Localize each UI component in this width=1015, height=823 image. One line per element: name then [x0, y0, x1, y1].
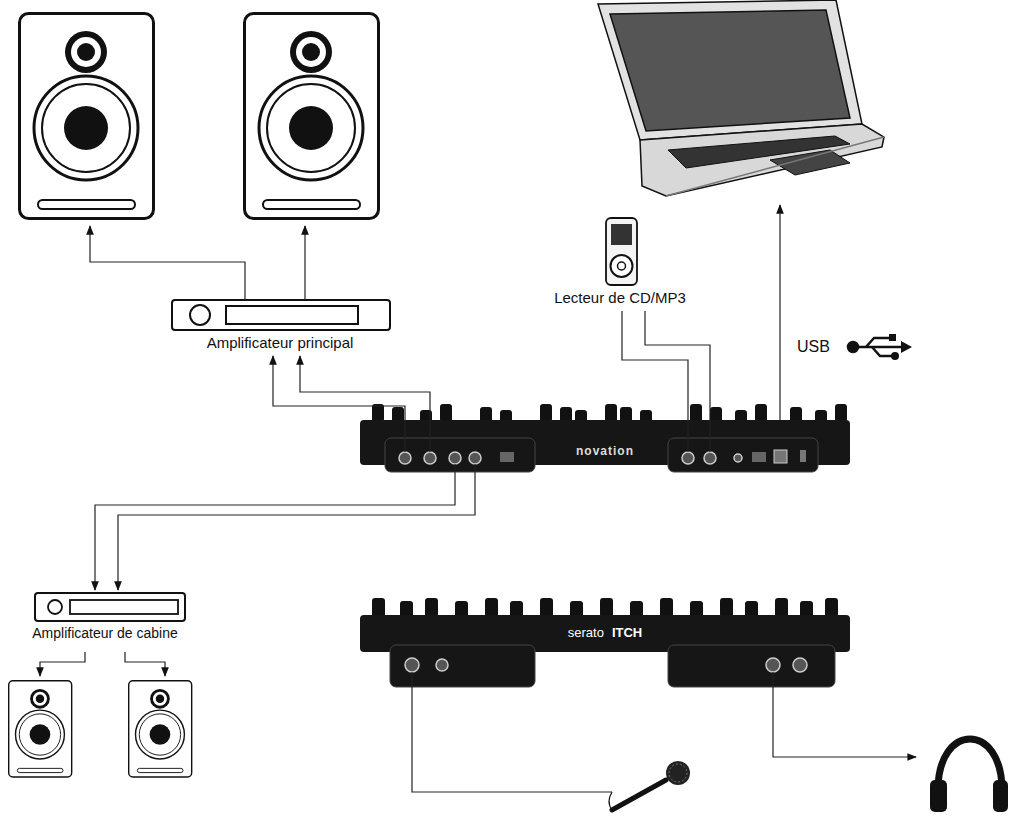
node-label: Amplificateur principal [150, 334, 410, 352]
cable-stub [454, 464, 455, 470]
mp3-player [606, 218, 637, 285]
knob [775, 598, 788, 617]
speaker [245, 14, 379, 219]
audio-cable [300, 356, 430, 420]
knob [600, 598, 613, 617]
controller-rear-panel [360, 420, 850, 472]
speaker [20, 14, 154, 219]
laptop [598, 0, 884, 196]
knob [720, 598, 733, 617]
audio-cable [95, 470, 455, 590]
mic-cable [412, 672, 612, 792]
knob [660, 598, 673, 617]
port-label: USB [797, 338, 830, 356]
knob [540, 598, 553, 617]
controller-rear: novation [360, 420, 850, 470]
knob [835, 404, 847, 422]
knob [372, 404, 384, 422]
speaker-wire [125, 652, 165, 676]
node-label: ITCH [612, 624, 642, 642]
controller-front-panel [360, 615, 850, 687]
microphone [609, 761, 690, 810]
amplifier-node: Amplificateur principal [150, 298, 410, 356]
cable-stub [429, 420, 430, 452]
booth-speaker [129, 681, 192, 777]
player-node: Lecteur de CD/MP3 [530, 215, 710, 311]
cable-stub [404, 420, 405, 452]
node-label: Amplificateur de cabine [0, 624, 210, 642]
headphones [930, 739, 1008, 812]
node-label: serato [568, 624, 604, 642]
usb-symbol [848, 334, 912, 360]
controller-front: serato ITCH [360, 615, 850, 650]
audio-cable [118, 470, 475, 590]
knob [485, 598, 498, 617]
amplifier-node: Amplificateur de cabine [0, 590, 210, 648]
audio-cable [273, 356, 405, 420]
cable-stub [709, 420, 710, 452]
booth-amplifier [35, 593, 185, 621]
audio-cable [645, 311, 710, 420]
node-label: Lecteur de CD/MP3 [530, 289, 710, 307]
speaker-wire [40, 652, 85, 676]
knob [540, 404, 552, 422]
knob [755, 404, 767, 422]
speaker-wire [90, 226, 245, 300]
knob [440, 404, 452, 422]
audio-cable [622, 311, 688, 420]
usb-cable [779, 205, 780, 446]
main-amplifier [172, 300, 390, 330]
headphone-cable [773, 672, 916, 757]
node-label: novation [576, 442, 634, 460]
cable-stub [687, 420, 688, 452]
knob [690, 404, 702, 422]
knob [372, 598, 385, 617]
knob [605, 404, 617, 422]
speaker-wire [304, 226, 305, 300]
cable-stub [474, 464, 475, 470]
knob [825, 598, 838, 617]
knob [425, 598, 438, 617]
booth-speaker [9, 681, 72, 777]
